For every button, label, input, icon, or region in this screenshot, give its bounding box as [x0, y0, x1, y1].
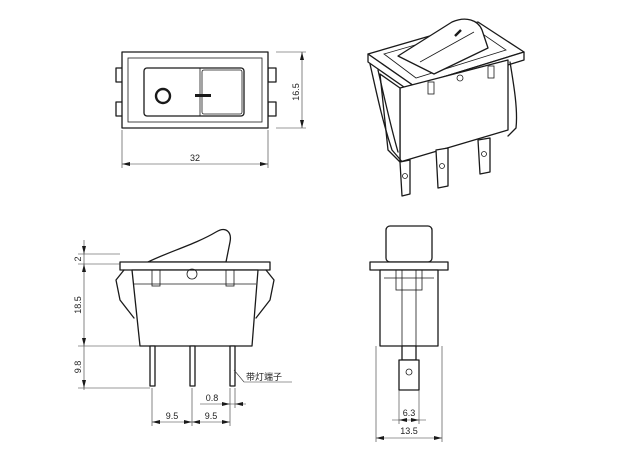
iso-terminal-1 — [399, 159, 411, 197]
dim-arrow — [411, 418, 419, 422]
dim-arrow — [122, 162, 130, 166]
end-terminal-base — [401, 345, 417, 361]
side-clip — [225, 269, 235, 287]
side-view: 2 18.5 9.8 9.5 9.5 0.8 带灯端子 — [73, 228, 292, 426]
end-bezel — [369, 261, 449, 271]
iso-rocker — [397, 18, 489, 75]
iso-clip — [487, 65, 495, 79]
end-view: 6.3 13.5 — [369, 225, 449, 442]
side-spring-right — [255, 269, 275, 319]
iso-spring-right — [507, 61, 518, 137]
iso-spring-left-a — [369, 63, 405, 165]
dim-front-height-label: 16.5 — [291, 83, 301, 101]
side-indicator — [186, 268, 198, 280]
side-body — [131, 269, 259, 347]
front-rocker-raised — [201, 69, 243, 115]
front-rocker — [143, 67, 245, 117]
dim-arrow — [300, 120, 304, 128]
dim-arrow — [376, 436, 384, 440]
dim-front-width-label: 32 — [190, 153, 200, 163]
iso-terminal-3 — [477, 137, 491, 175]
dim-arrow — [192, 420, 200, 424]
off-symbol-icon — [154, 87, 172, 105]
iso-terminal-hole — [402, 173, 408, 179]
dim-arrow — [235, 402, 243, 406]
iso-terminal-hole — [439, 163, 445, 169]
on-symbol-icon — [195, 94, 211, 97]
dim-arrow — [82, 246, 86, 254]
iso-on-symbol-icon — [454, 29, 462, 37]
dim-arrow — [222, 402, 230, 406]
dim-side-body-label: 18.5 — [73, 296, 83, 314]
end-rocker — [385, 225, 433, 263]
dim-arrow — [82, 338, 86, 346]
front-tab-right-bottom — [267, 101, 277, 117]
dim-arrow — [82, 264, 86, 272]
dim-arrow — [222, 420, 230, 424]
dim-arrow — [300, 52, 304, 60]
leader-line — [233, 369, 245, 383]
side-clip — [151, 269, 161, 287]
dim-arrow — [434, 436, 442, 440]
dim-arrow — [184, 420, 192, 424]
dim-arrow — [260, 162, 268, 166]
front-bezel-inner — [127, 57, 263, 123]
iso-clip — [427, 81, 435, 95]
iso-terminal-hole — [481, 151, 487, 157]
dim-thickness-label: 0.8 — [206, 393, 219, 403]
dim-arrow — [82, 380, 86, 388]
isometric-view — [367, 18, 525, 197]
end-terminal-hole — [405, 368, 413, 376]
iso-indicator — [456, 74, 464, 82]
front-tab-right-top — [267, 67, 277, 83]
end-body — [379, 269, 439, 347]
dim-arrow — [399, 418, 407, 422]
dim-pitch-left-label: 9.5 — [166, 411, 179, 421]
dim-pitch-right-label: 9.5 — [205, 411, 218, 421]
dim-side-pin-label: 9.8 — [73, 361, 83, 374]
end-body-clip — [395, 269, 423, 291]
side-bezel — [119, 261, 271, 271]
lamp-terminal-note: 带灯端子 — [246, 371, 282, 383]
dim-terminal-width-label: 6.3 — [403, 408, 416, 418]
dim-end-width-label: 13.5 — [400, 426, 418, 436]
iso-terminal-2 — [435, 147, 449, 189]
iso-rocker-ridge — [419, 31, 475, 63]
iso-spring-left-b — [377, 69, 399, 153]
side-rocker — [147, 228, 232, 263]
side-pin-2 — [189, 345, 196, 387]
dim-side-top-label: 2 — [73, 256, 83, 261]
front-view: 32 16.5 — [115, 51, 306, 168]
dim-arrow — [152, 420, 160, 424]
side-pin-3 — [229, 345, 236, 387]
side-spring-left — [115, 269, 135, 319]
side-pin-1 — [149, 345, 156, 387]
